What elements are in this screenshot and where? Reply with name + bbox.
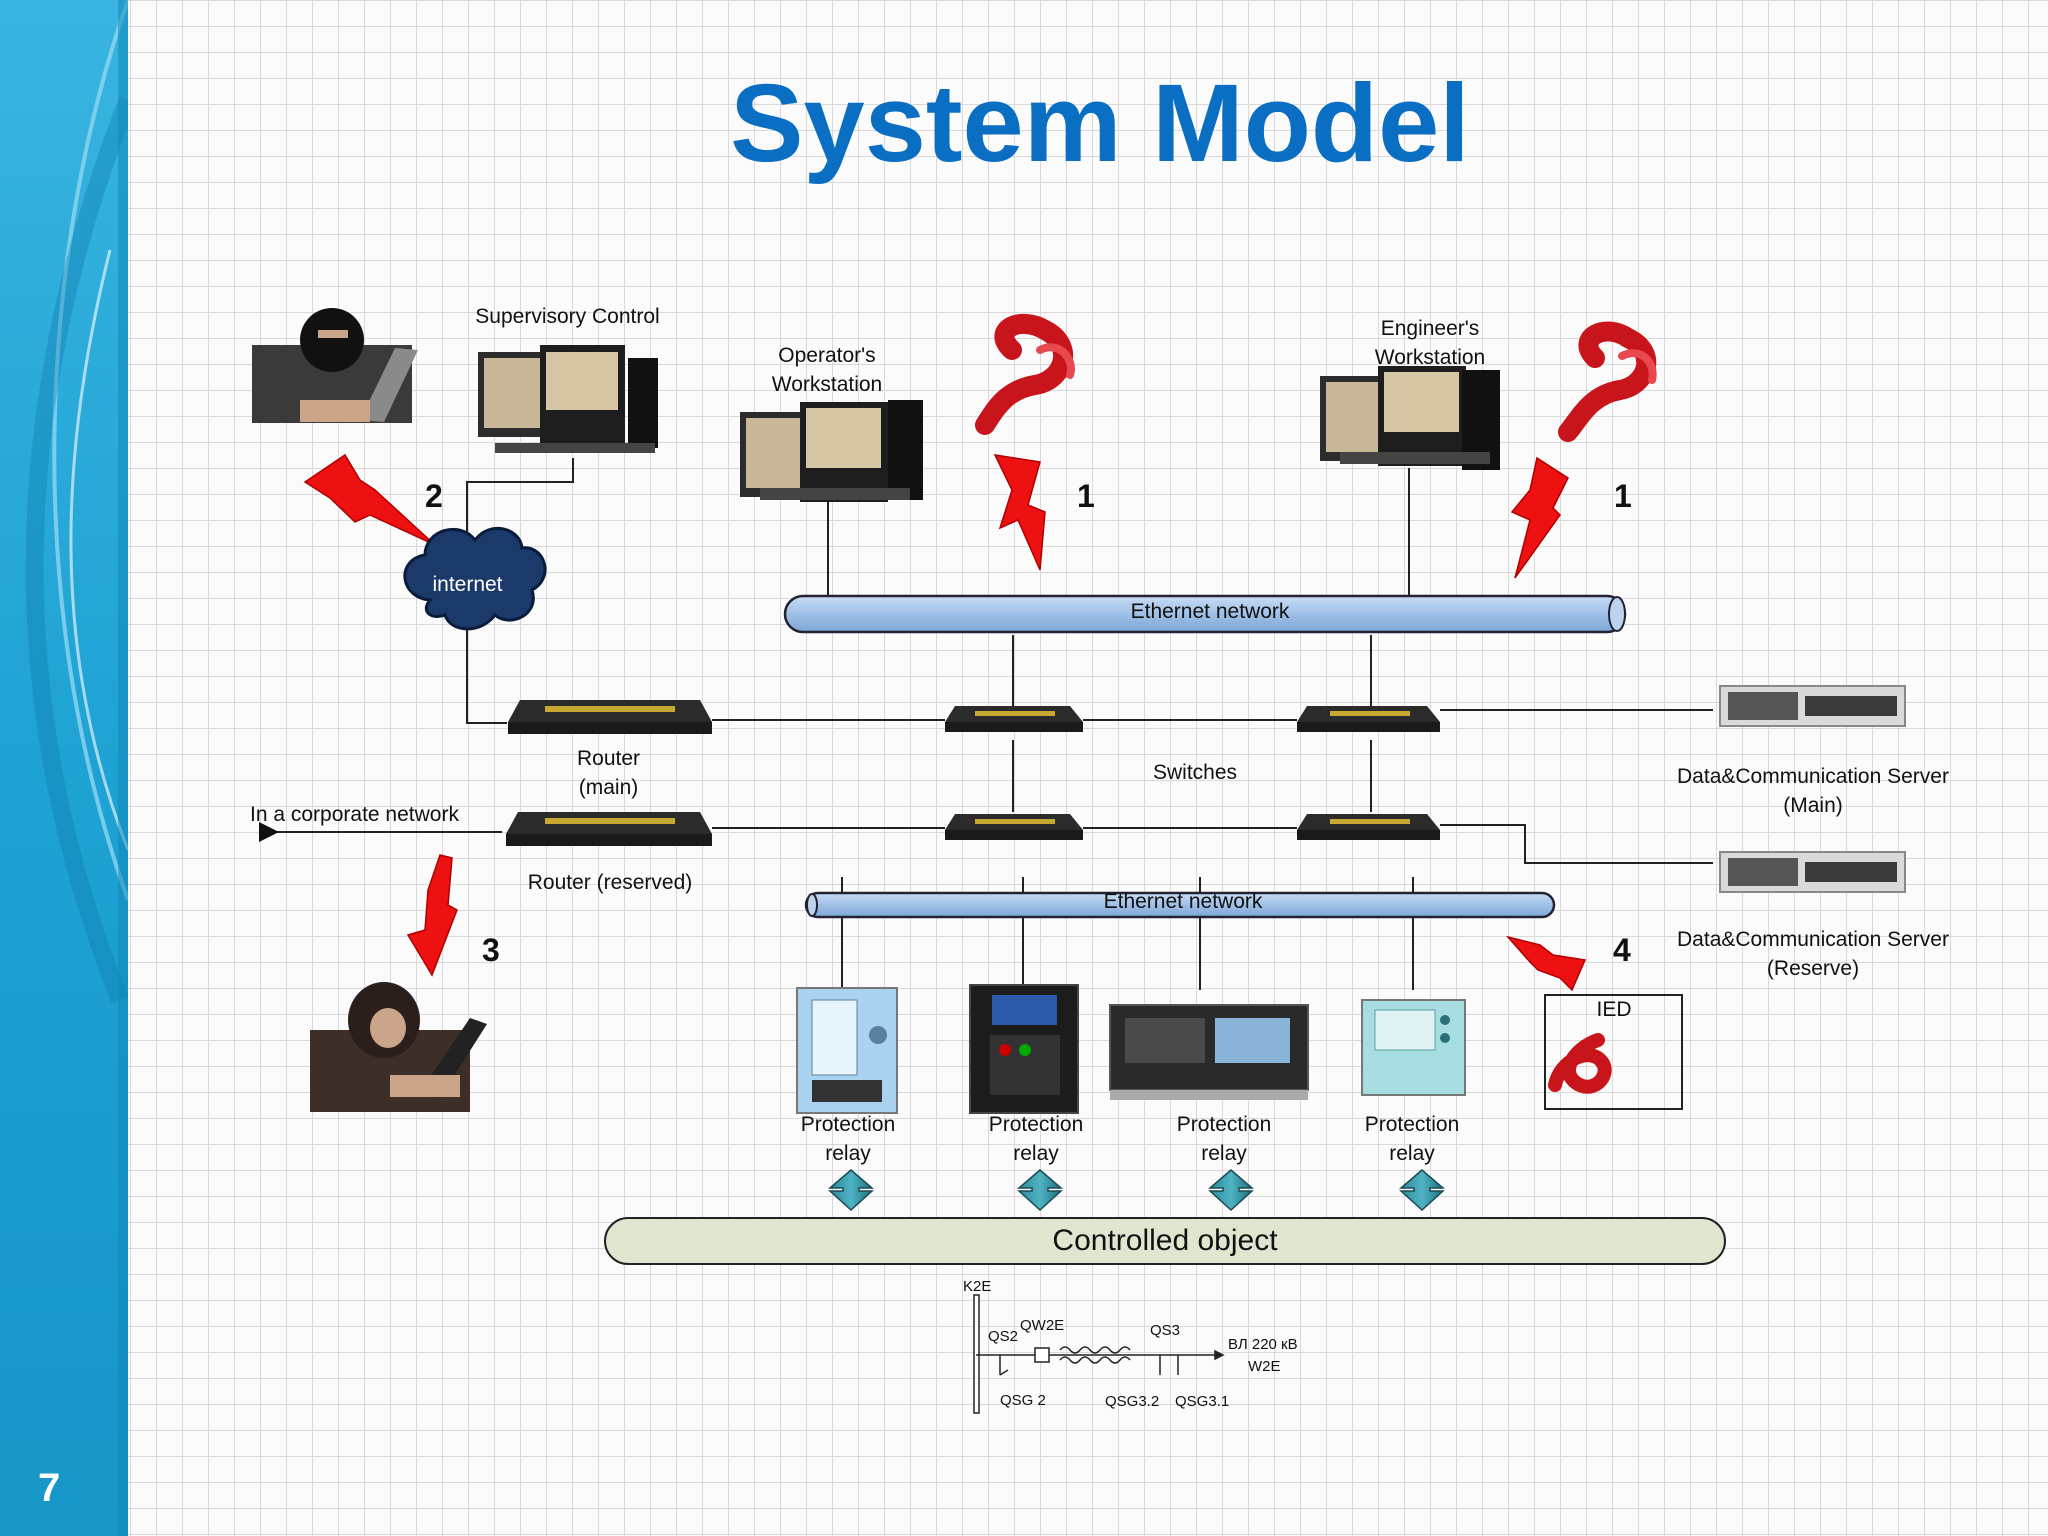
bidirectional-arrow-icon [827,1169,875,1212]
connection-lines [259,458,1713,990]
lightning-icon [1505,935,1587,992]
server-icon [1719,851,1906,893]
router-icon [506,812,712,846]
schematic-qw2e: QW2E [1020,1317,1065,1334]
router-main-label: Router (main) [576,747,641,799]
attack-number-2: 2 [425,478,443,514]
relay-icon [796,987,898,1114]
attack-number-1: 1 [1077,478,1095,514]
schematic-k2e: K2E [963,1278,992,1295]
bidirectional-arrow-icon [1207,1169,1255,1212]
ethernet-bus-top [783,594,1627,634]
schematic-qsg2: QSG 2 [1000,1392,1046,1409]
relay-icon [969,984,1079,1114]
switch-icon [1297,814,1440,840]
supervisory-control-label: Supervisory Control [475,305,660,328]
lightning-icon [406,854,458,977]
ethernet-bottom-label: Ethernet network [1103,890,1263,913]
relay-label: Protection relay [1364,1113,1460,1165]
lightning-icon [303,453,436,546]
schematic-qs3: QS3 [1150,1322,1181,1339]
schematic-line-label: ВЛ 220 кВ [1228,1336,1298,1353]
relay-label: Protection relay [1176,1113,1272,1165]
ied-label: IED [1596,998,1632,1021]
switch-icon [945,814,1083,840]
sidebar-decoration: 7 [0,0,128,1536]
controlled-object-label: Controlled object [1052,1224,1278,1257]
bidirectional-arrow-icon [1398,1169,1446,1212]
relay-label: Protection relay [800,1113,896,1165]
single-line-schematic [973,1294,1225,1414]
switch-icon [1297,706,1440,732]
operator-workstation-label: Operator's Workstation [771,344,883,396]
ied-box [1544,994,1683,1110]
schematic-qsg32: QSG3.2 [1105,1393,1160,1410]
lightning-icon [1510,456,1569,579]
slide-title: System Model [730,62,1470,185]
relay-icon [1109,1004,1309,1100]
server-reserve-label: Data&Communication Server (Reserve) [1677,928,1949,980]
router-icon [508,700,712,734]
attack-number-1b: 1 [1614,478,1632,514]
corporate-network-label: In a corporate network [250,803,459,826]
bidirectional-arrow-icon [1016,1169,1064,1212]
ethernet-top-label: Ethernet network [1130,600,1290,623]
switches-label: Switches [1152,761,1238,784]
lightning-icon [993,454,1046,571]
attack-number-4: 4 [1613,932,1631,968]
relay-icon [1361,999,1466,1096]
worm-icon [1548,1033,1612,1094]
schematic-qsg31: QSG3.1 [1175,1393,1230,1410]
switch-icon [945,706,1083,732]
schematic-w2e: W2E [1248,1358,1281,1375]
computer-icon [1320,366,1500,470]
internet-label: internet [432,573,503,596]
slide-number: 7 [38,1466,61,1510]
ethernet-bus-bottom [804,891,1556,919]
schematic-qs2: QS2 [988,1328,1019,1345]
router-reserved-label: Router (reserved) [527,871,693,894]
cloud-icon [403,527,547,631]
controlled-object-bar [604,1217,1726,1265]
worm-icon [1558,321,1657,442]
computer-icon [478,345,658,453]
hacker-icon [252,308,418,423]
server-main-label: Data&Communication Server (Main) [1677,765,1949,817]
attack-number-3: 3 [482,932,500,968]
computer-icon [740,400,923,502]
server-icon [1719,685,1906,727]
engineer-workstation-label: Engineer's Workstation [1374,317,1486,369]
relay-label: Protection relay [988,1113,1084,1165]
hacker-icon [310,982,487,1112]
worm-icon [975,313,1075,435]
